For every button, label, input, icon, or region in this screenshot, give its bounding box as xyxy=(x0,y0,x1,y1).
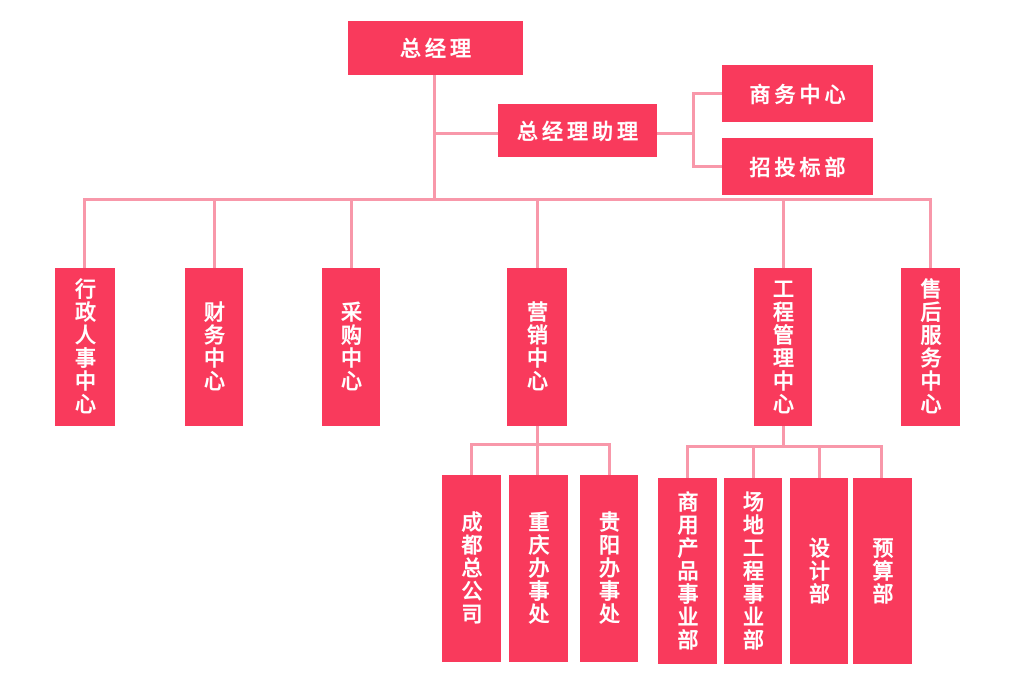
connector-stub-chengdu xyxy=(470,446,473,475)
node-label: 财务中心 xyxy=(201,301,227,393)
node-budget-dept[interactable]: 预算部 xyxy=(853,478,912,664)
node-label: 总经理 xyxy=(400,36,475,61)
node-label: 预算部 xyxy=(870,536,895,606)
connector-stub-chongqing xyxy=(536,446,539,475)
connector-stub-guiyang xyxy=(608,446,611,475)
node-label: 成都总公司 xyxy=(459,511,484,626)
connector-to-business-center xyxy=(695,92,722,95)
node-label: 商务中心 xyxy=(749,81,850,107)
node-label: 设计部 xyxy=(806,536,832,606)
connector-stub-engineering xyxy=(782,201,785,268)
node-label: 营销中心 xyxy=(524,301,550,393)
connector-stub-design xyxy=(818,448,821,478)
node-bidding-dept[interactable]: 招投标部 xyxy=(722,138,873,195)
node-business-center[interactable]: 商务中心 xyxy=(722,65,873,122)
node-chengdu-head-office[interactable]: 成都总公司 xyxy=(442,475,501,662)
connector-marketing-down xyxy=(536,426,539,445)
node-guiyang-office[interactable]: 贵阳办事处 xyxy=(580,475,638,662)
connector-engineering-bracket xyxy=(686,445,883,448)
connector-marketing-bracket xyxy=(470,443,611,446)
node-engineering-mgmt-center[interactable]: 工程管理中心 xyxy=(754,268,812,426)
node-label: 售后服务中心 xyxy=(918,278,943,416)
node-label: 招投标部 xyxy=(749,154,850,180)
node-label: 重庆办事处 xyxy=(526,511,551,626)
connector-stub-admin-hr xyxy=(83,201,86,268)
connector-stub-commercial-products xyxy=(686,448,689,478)
node-label: 采购中心 xyxy=(338,301,364,393)
connector-stub-procurement xyxy=(350,201,353,268)
node-admin-hr-center[interactable]: 行政人事中心 xyxy=(55,268,115,426)
node-general-manager[interactable]: 总经理 xyxy=(348,21,523,75)
connector-assistant-right xyxy=(657,132,693,135)
connector-stub-finance xyxy=(213,201,216,268)
node-label: 工程管理中心 xyxy=(770,278,796,416)
connector-stub-after-sales xyxy=(929,201,932,268)
node-label: 场地工程事业部 xyxy=(740,490,766,652)
node-finance-center[interactable]: 财务中心 xyxy=(185,268,243,426)
connector-engineering-down xyxy=(782,426,785,447)
node-label: 贵阳办事处 xyxy=(596,511,622,626)
connector-departments-row xyxy=(83,198,932,201)
node-label: 行政人事中心 xyxy=(72,278,98,416)
connector-stub-budget xyxy=(880,448,883,478)
connector-stub-site-engineering xyxy=(752,448,755,478)
connector-trunk-vertical xyxy=(433,75,436,200)
connector-assistant-left xyxy=(436,132,498,135)
connector-assistant-bracket-vertical xyxy=(692,92,695,168)
node-after-sales-center[interactable]: 售后服务中心 xyxy=(901,268,960,426)
node-commercial-products-div[interactable]: 商用产品事业部 xyxy=(658,478,717,664)
node-gm-assistant[interactable]: 总经理助理 xyxy=(498,104,657,157)
node-procurement-center[interactable]: 采购中心 xyxy=(322,268,380,426)
node-marketing-center[interactable]: 营销中心 xyxy=(507,268,567,426)
node-label: 商用产品事业部 xyxy=(675,490,700,652)
node-label: 总经理助理 xyxy=(517,118,642,144)
node-site-engineering-div[interactable]: 场地工程事业部 xyxy=(724,478,782,664)
connector-stub-marketing xyxy=(536,201,539,268)
connector-to-bidding-dept xyxy=(695,165,722,168)
node-design-dept[interactable]: 设计部 xyxy=(790,478,848,664)
node-chongqing-office[interactable]: 重庆办事处 xyxy=(509,475,568,662)
